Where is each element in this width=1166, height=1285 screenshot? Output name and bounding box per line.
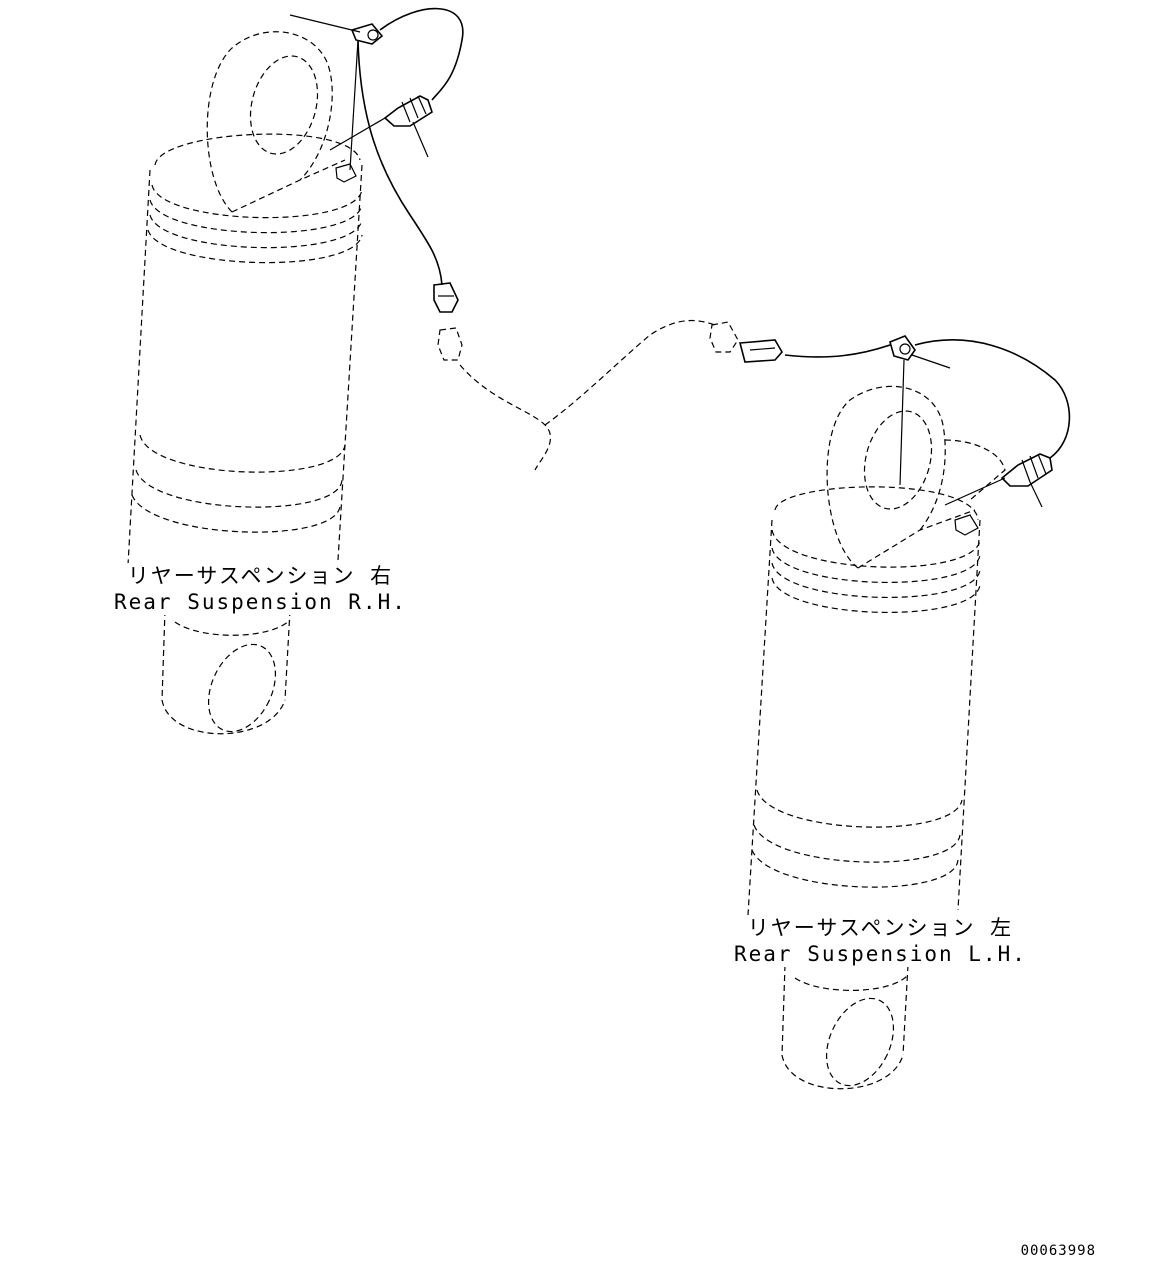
rh-clamp [289, 14, 384, 171]
lh-bolt [944, 477, 1006, 536]
lh-harness [784, 339, 1071, 459]
rh-label-japanese: リヤーサスペンション 右 [127, 564, 394, 588]
rh-connector [433, 282, 459, 313]
rh-mating-connector [437, 327, 463, 361]
rear-suspension-rh-cylinder [127, 31, 363, 735]
main-harness-branch [459, 319, 716, 471]
rh-harness [357, 7, 464, 286]
lh-clamp [889, 335, 951, 486]
rear-suspension-rh-label: リヤーサスペンション 右 Rear Suspension R.H. [112, 563, 409, 615]
rh-label-english: Rear Suspension R.H. [114, 590, 407, 614]
drawing-reference-number: 00063998 [1020, 1243, 1096, 1259]
lh-connector [738, 339, 783, 363]
lh-label-japanese: リヤーサスペンション 左 [747, 916, 1014, 940]
lh-label-english: Rear Suspension L.H. [734, 942, 1027, 966]
rear-suspension-lh-cylinder [747, 385, 1006, 1090]
rh-pressure-sensor [383, 95, 433, 158]
lh-pressure-sensor [1000, 453, 1053, 508]
lh-mating-connector [709, 321, 739, 353]
rh-bolt [329, 117, 386, 183]
rear-suspension-lh-label: リヤーサスペンション 左 Rear Suspension L.H. [732, 915, 1029, 967]
